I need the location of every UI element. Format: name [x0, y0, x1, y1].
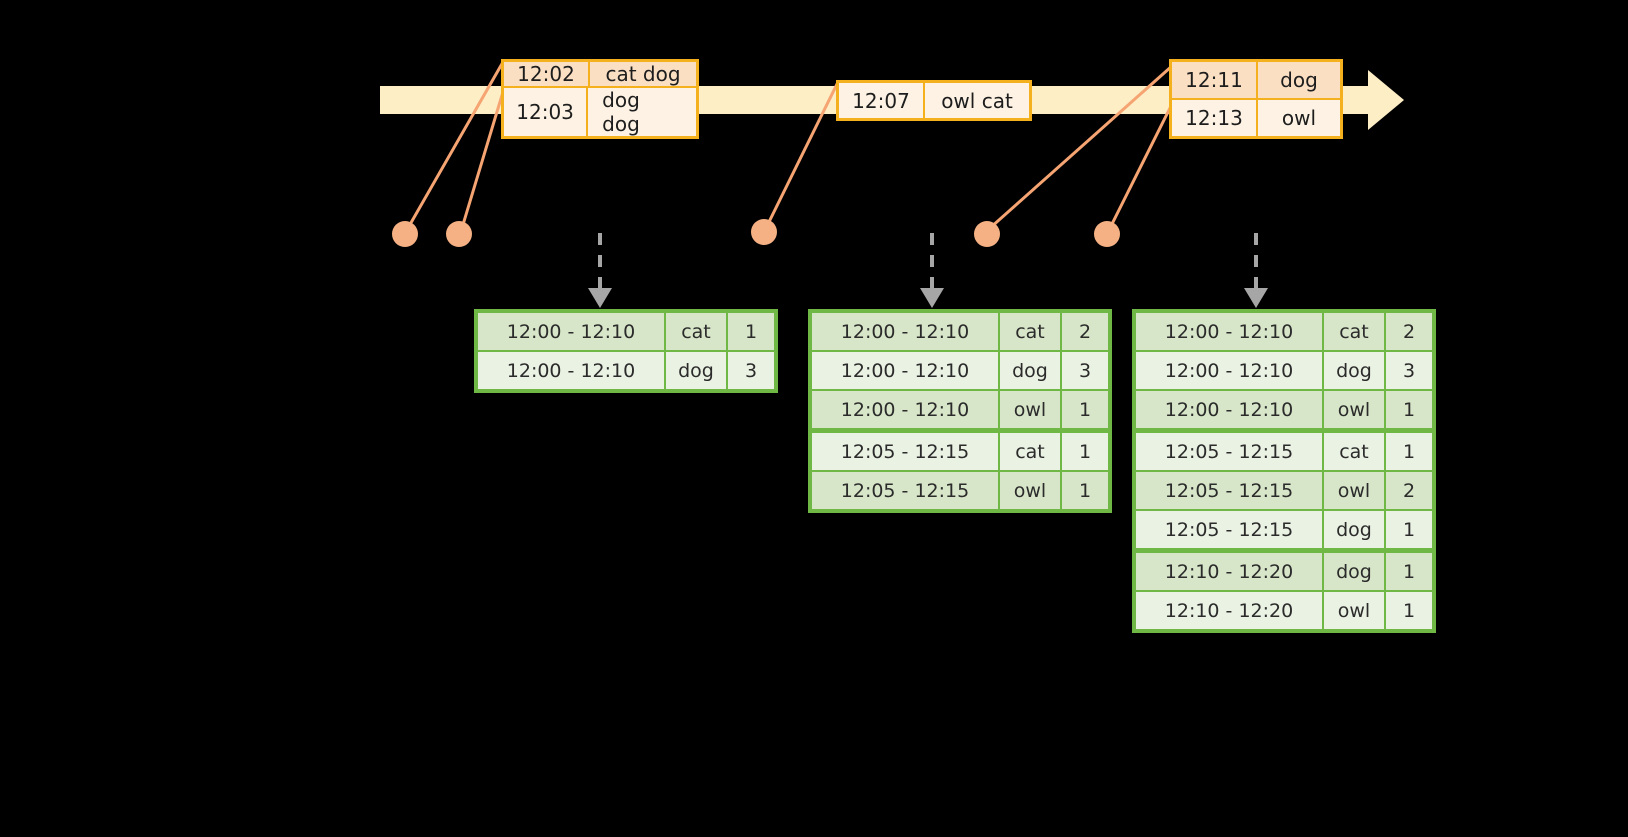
connector-1213 [1108, 99, 1176, 229]
event-words: owl cat [925, 83, 1029, 118]
event-words: dog [1258, 62, 1340, 98]
timeline-arrowhead [1368, 70, 1404, 130]
count-cell: 3 [728, 352, 774, 389]
window-cell: 12:00 - 12:10 [1136, 352, 1322, 389]
word-cell: owl [1000, 391, 1060, 428]
window-cell: 12:05 - 12:15 [812, 472, 998, 509]
result-table-2: 12:00 - 12:10 cat 2 12:00 - 12:10 dog 3 … [808, 309, 1112, 513]
window-cell: 12:10 - 12:20 [1136, 592, 1322, 629]
event-row: 12:03 dog dog [504, 86, 696, 136]
emit-arrowhead-3 [1244, 288, 1268, 308]
count-cell: 1 [1386, 391, 1432, 428]
count-cell: 2 [1386, 313, 1432, 350]
emit-arrows [598, 233, 1258, 288]
word-cell: owl [1000, 472, 1060, 509]
window-cell: 12:05 - 12:15 [1136, 433, 1322, 470]
table-row: 12:00 - 12:10 cat 2 [1136, 313, 1432, 350]
event-row: 12:07 owl cat [839, 83, 1029, 118]
count-cell: 1 [1062, 433, 1108, 470]
table-row: 12:00 - 12:10 owl 1 [1136, 391, 1432, 428]
event-time: 12:07 [839, 83, 925, 118]
count-cell: 1 [1062, 472, 1108, 509]
table-row: 12:05 - 12:15 owl 1 [812, 472, 1108, 509]
event-words: owl [1258, 100, 1340, 136]
count-cell: 3 [1386, 352, 1432, 389]
window-cell: 12:00 - 12:10 [478, 313, 664, 350]
window-cell: 12:00 - 12:10 [1136, 391, 1322, 428]
count-cell: 1 [1386, 592, 1432, 629]
window-cell: 12:00 - 12:10 [478, 352, 664, 389]
event-time: 12:13 [1172, 100, 1258, 136]
window-cell: 12:05 - 12:15 [812, 433, 998, 470]
count-cell: 2 [1062, 313, 1108, 350]
result-table-1: 12:00 - 12:10 cat 1 12:00 - 12:10 dog 3 [474, 309, 778, 393]
word-cell: owl [1324, 391, 1384, 428]
table-row: 12:10 - 12:20 owl 1 [1136, 592, 1432, 629]
table-row: 12:00 - 12:10 dog 3 [478, 352, 774, 389]
table-row: 12:05 - 12:15 cat 1 [1136, 433, 1432, 470]
count-cell: 1 [728, 313, 774, 350]
event-box-1[interactable]: 12:02 cat dog 12:03 dog dog [501, 59, 699, 139]
word-cell: dog [666, 352, 726, 389]
word-cell: cat [1000, 313, 1060, 350]
window-cell: 12:05 - 12:15 [1136, 472, 1322, 509]
word-cell: owl [1324, 472, 1384, 509]
window-cell: 12:00 - 12:10 [812, 313, 998, 350]
result-table-3: 12:00 - 12:10 cat 2 12:00 - 12:10 dog 3 … [1132, 309, 1436, 633]
event-time: 12:02 [504, 62, 590, 86]
table-row: 12:05 - 12:15 cat 1 [812, 433, 1108, 470]
window-cell: 12:05 - 12:15 [1136, 511, 1322, 548]
word-cell: cat [1000, 433, 1060, 470]
table-row: 12:00 - 12:10 dog 3 [1136, 352, 1432, 389]
word-cell: dog [1324, 511, 1384, 548]
table-row: 12:10 - 12:20 dog 1 [1136, 553, 1432, 590]
emit-arrowheads [588, 288, 1268, 308]
event-time: 12:11 [1172, 62, 1258, 98]
table-row: 12:05 - 12:15 owl 2 [1136, 472, 1432, 509]
event-dot-1207[interactable] [751, 219, 777, 245]
event-dot-1203[interactable] [446, 221, 472, 247]
table-row: 12:05 - 12:15 dog 1 [1136, 511, 1432, 548]
word-cell: dog [1324, 553, 1384, 590]
event-row: 12:02 cat dog [504, 62, 696, 86]
table-row: 12:00 - 12:10 cat 2 [812, 313, 1108, 350]
count-cell: 1 [1386, 553, 1432, 590]
event-dot-1211[interactable] [974, 221, 1000, 247]
emit-arrowhead-1 [588, 288, 612, 308]
event-box-2[interactable]: 12:07 owl cat [836, 80, 1032, 121]
count-cell: 1 [1386, 511, 1432, 548]
window-cell: 12:00 - 12:10 [1136, 313, 1322, 350]
event-row: 12:11 dog [1172, 62, 1340, 98]
event-dot-1213[interactable] [1094, 221, 1120, 247]
event-words: cat dog [590, 62, 696, 86]
word-cell: cat [1324, 433, 1384, 470]
event-box-3[interactable]: 12:11 dog 12:13 owl [1169, 59, 1343, 139]
word-cell: cat [1324, 313, 1384, 350]
window-cell: 12:10 - 12:20 [1136, 553, 1322, 590]
event-words: dog dog [588, 88, 696, 136]
word-cell: owl [1324, 592, 1384, 629]
count-cell: 1 [1386, 433, 1432, 470]
word-cell: cat [666, 313, 726, 350]
emit-arrowhead-2 [920, 288, 944, 308]
table-row: 12:00 - 12:10 owl 1 [812, 391, 1108, 428]
count-cell: 3 [1062, 352, 1108, 389]
count-cell: 1 [1062, 391, 1108, 428]
table-row: 12:00 - 12:10 cat 1 [478, 313, 774, 350]
word-cell: dog [1000, 352, 1060, 389]
table-row: 12:00 - 12:10 dog 3 [812, 352, 1108, 389]
window-cell: 12:00 - 12:10 [812, 352, 998, 389]
word-cell: dog [1324, 352, 1384, 389]
event-row: 12:13 owl [1172, 98, 1340, 136]
window-cell: 12:00 - 12:10 [812, 391, 998, 428]
event-time: 12:03 [504, 88, 589, 136]
event-dot-1202[interactable] [392, 221, 418, 247]
count-cell: 2 [1386, 472, 1432, 509]
